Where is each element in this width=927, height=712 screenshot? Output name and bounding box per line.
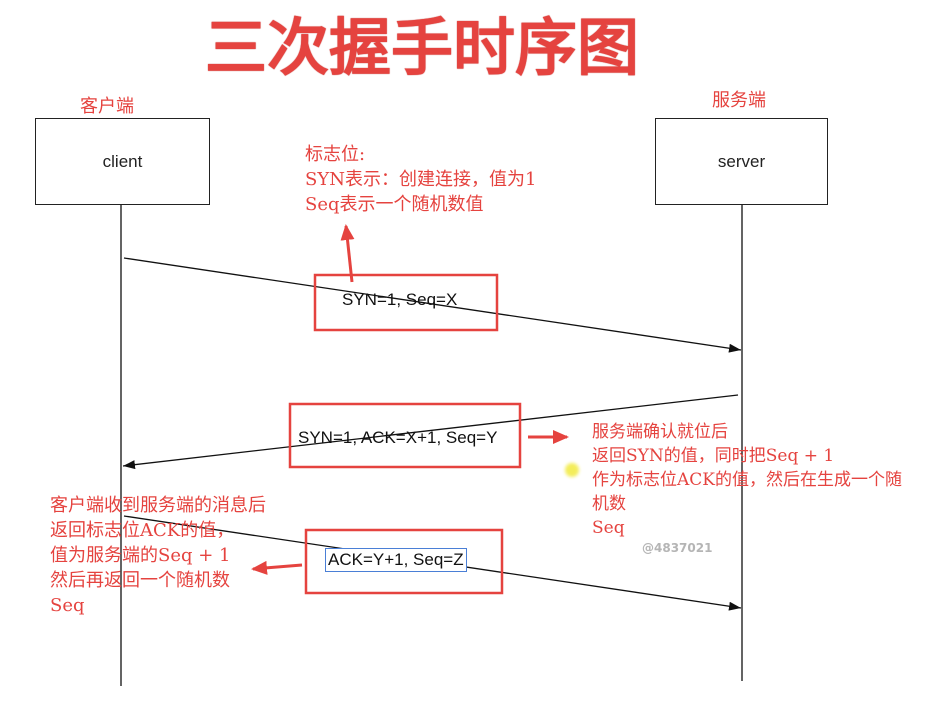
highlight-box-ack (304, 528, 504, 595)
client-ack-note: 客户端收到服务端的消息后 返回标志位ACK的值， 值为服务端的Seq + 1 然… (50, 493, 266, 618)
note-line: 服务端确认就位后 (592, 422, 728, 442)
note-line: SYN表示：创建连接，值为1 (305, 169, 537, 190)
note-line: 值为服务端的Seq + 1 (50, 545, 231, 566)
note-line: 返回SYN的值，同时把Seq + 1 (592, 446, 835, 466)
note-line: Seq (592, 518, 625, 538)
client-role-label: 客户端 (80, 96, 134, 117)
note-line: Seq表示一个随机数值 (305, 194, 484, 215)
server-reply-note: 服务端确认就位后 返回SYN的值，同时把Seq + 1 作为标志位ACK的值，然… (592, 420, 902, 540)
message-label-syn: SYN=1, Seq=X (342, 290, 458, 309)
watermark: @4837021 (642, 541, 713, 555)
message-label-ack: ACK=Y+1, Seq=Z (325, 548, 467, 572)
note-line: Seq (50, 595, 85, 616)
note-line: 然后再返回一个随机数 (50, 570, 230, 591)
cursor-highlight-dot (565, 463, 579, 477)
note-line: 作为标志位ACK的值，然后在生成一个随 (592, 470, 902, 490)
highlight-box-syn (313, 273, 499, 332)
note-line: 返回标志位ACK的值， (50, 520, 235, 541)
note-line: 标志位: (305, 144, 366, 165)
message-arrow-syn (123, 257, 742, 353)
message-label-syn-ack: SYN=1, ACK=X+1, Seq=Y (298, 428, 498, 447)
message-arrow-syn-ack (122, 394, 739, 470)
annotation-arrow-up (340, 224, 355, 283)
annotation-arrow-left (251, 560, 303, 575)
server-box-label: server (717, 151, 766, 171)
highlight-box-syn-ack (288, 402, 522, 469)
diagram-title: 三次握手时序图 (205, 11, 640, 84)
server-role-label: 服务端 (712, 90, 766, 111)
note-line: 机数 (592, 494, 626, 514)
client-box-label: client (102, 151, 143, 171)
syn-flag-note: 标志位: SYN表示：创建连接，值为1 Seq表示一个随机数值 (305, 142, 536, 217)
note-line: 客户端收到服务端的消息后 (50, 495, 266, 516)
server-box: server (655, 118, 828, 205)
client-box: client (35, 118, 210, 205)
